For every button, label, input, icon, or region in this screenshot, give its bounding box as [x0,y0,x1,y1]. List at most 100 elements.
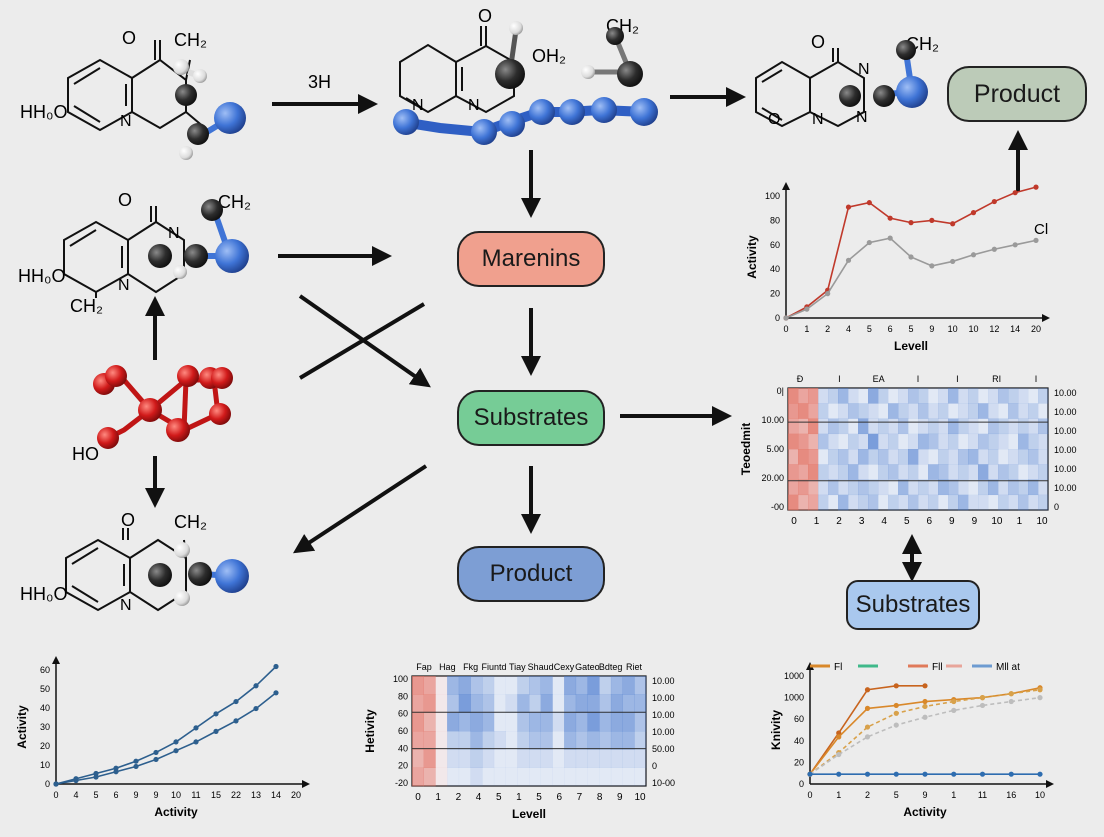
heatmap-cell [958,388,969,404]
x-tick-label: 6 [113,790,118,800]
nitrogen-atom [214,102,246,134]
x-tick-label: 13 [251,790,261,800]
data-point [836,771,842,777]
heatmap-cell [447,676,460,695]
carbon-atom [187,123,209,145]
heatmap-cell [868,494,879,511]
data-point [950,258,956,265]
data-point [213,728,219,734]
heatmap-cell [540,694,553,713]
data-point [893,702,899,709]
heatmap-cell [564,676,577,695]
x-axis-arrow [1042,314,1050,322]
heatmap-header-label: Bdteg [599,662,623,672]
heatmap-cell [470,749,483,768]
heatmap-cell [517,676,530,695]
x-tick-label: 0 [807,790,812,800]
data-point [887,215,893,221]
heatmap-cell [938,494,949,511]
heatmap-cell [552,731,565,750]
heatmap-cell [868,418,879,435]
heatmap-cell [575,694,588,713]
heatmap-cell [968,403,979,419]
heatmap-left-tick: 80 [398,691,408,701]
heatmap-x-tick: 9 [617,792,623,803]
heatmap-cell [988,494,999,511]
hydrogen-atom [193,69,207,83]
heatmap-right-tick: 10.00 [652,693,675,703]
heatmap-cell [818,494,829,511]
heatmap-cell [828,418,839,435]
x-tick-label: 14 [271,790,281,800]
heatmap-cell [435,712,448,732]
x-tick-label: 9 [922,790,927,800]
heatmap-cell [798,464,809,480]
series-line-3 [809,696,1041,775]
heatmap-cell [599,749,612,768]
heatmap-cell [552,712,565,732]
nitrogen-atom [896,76,928,108]
heatmap-cell [482,749,495,768]
heatmap-cell [838,479,849,496]
x-tick-label: 16 [1006,790,1016,800]
heatmap-cell [447,749,460,768]
data-point [93,774,99,780]
carbon-atom [617,61,643,87]
x-axis-label: Levell [894,339,928,353]
hydrogen-atom [174,542,190,558]
m1-ketone-label: O [122,28,136,48]
heatmap-cell [1018,494,1029,511]
heatmap-cell [1018,433,1029,450]
x-tick-label: 5 [908,324,913,334]
heatmap-cell [1018,418,1029,435]
heatmap-cell [908,479,919,496]
m2-oh-label: OH₂ [532,46,566,66]
y-axis-label: Hetivity [363,709,377,753]
hydrogen-atom [179,146,193,160]
heatmap-cell [878,388,889,404]
heatmap-cell [1038,403,1049,419]
heatmap-cell [505,731,518,750]
heatmap-cell [938,479,949,496]
nitrogen-atom [215,239,249,273]
m4-ketone-label: O [118,190,132,210]
heatmap-header-label: Fap [416,662,432,672]
x-tick-label: 10 [1035,790,1045,800]
heatmap-cell [412,767,424,787]
data-point [213,711,219,717]
x-tick-label: 12 [989,324,999,334]
data-point [1012,190,1018,196]
x-tick-label: 1 [804,324,809,334]
heatmap-cell [978,464,989,480]
y-tick-label: 40 [40,703,50,713]
heatmap-cell [788,494,799,511]
y-tick-label: 0 [775,313,780,323]
heatmap-cell [505,767,518,787]
heatmap-cell [918,464,929,480]
heatmap-x-tick: 5 [904,516,910,527]
heatmap-cell [622,676,635,695]
heatmap-cell [848,479,859,496]
heatmap-cell [447,767,460,787]
heatmap-cell [808,449,819,465]
x-tick-label: 10 [171,790,181,800]
heatmap-cell [552,694,565,713]
heatmap-cell [888,479,899,496]
heatmap-cell [1008,464,1019,480]
heatmap-cell [1018,464,1029,480]
data-point [1037,687,1043,693]
heatmap-cell [552,676,565,695]
heatmap-cell [412,712,424,732]
data-point [922,703,928,710]
heatmap-cell [412,749,424,768]
hydrogen-atom [173,265,187,279]
heatmap-cell [1038,449,1049,465]
m2-ketone-label: O [478,6,492,26]
heatmap-right-tick: 0 [652,761,657,771]
heatmap-cell [587,749,600,768]
heatmap-cell [988,449,999,465]
m6-hydroxyl-label: HH₀O [20,584,67,604]
heatmap-right-tick: 10.00 [1054,445,1077,455]
heatmap-cell [493,712,506,732]
